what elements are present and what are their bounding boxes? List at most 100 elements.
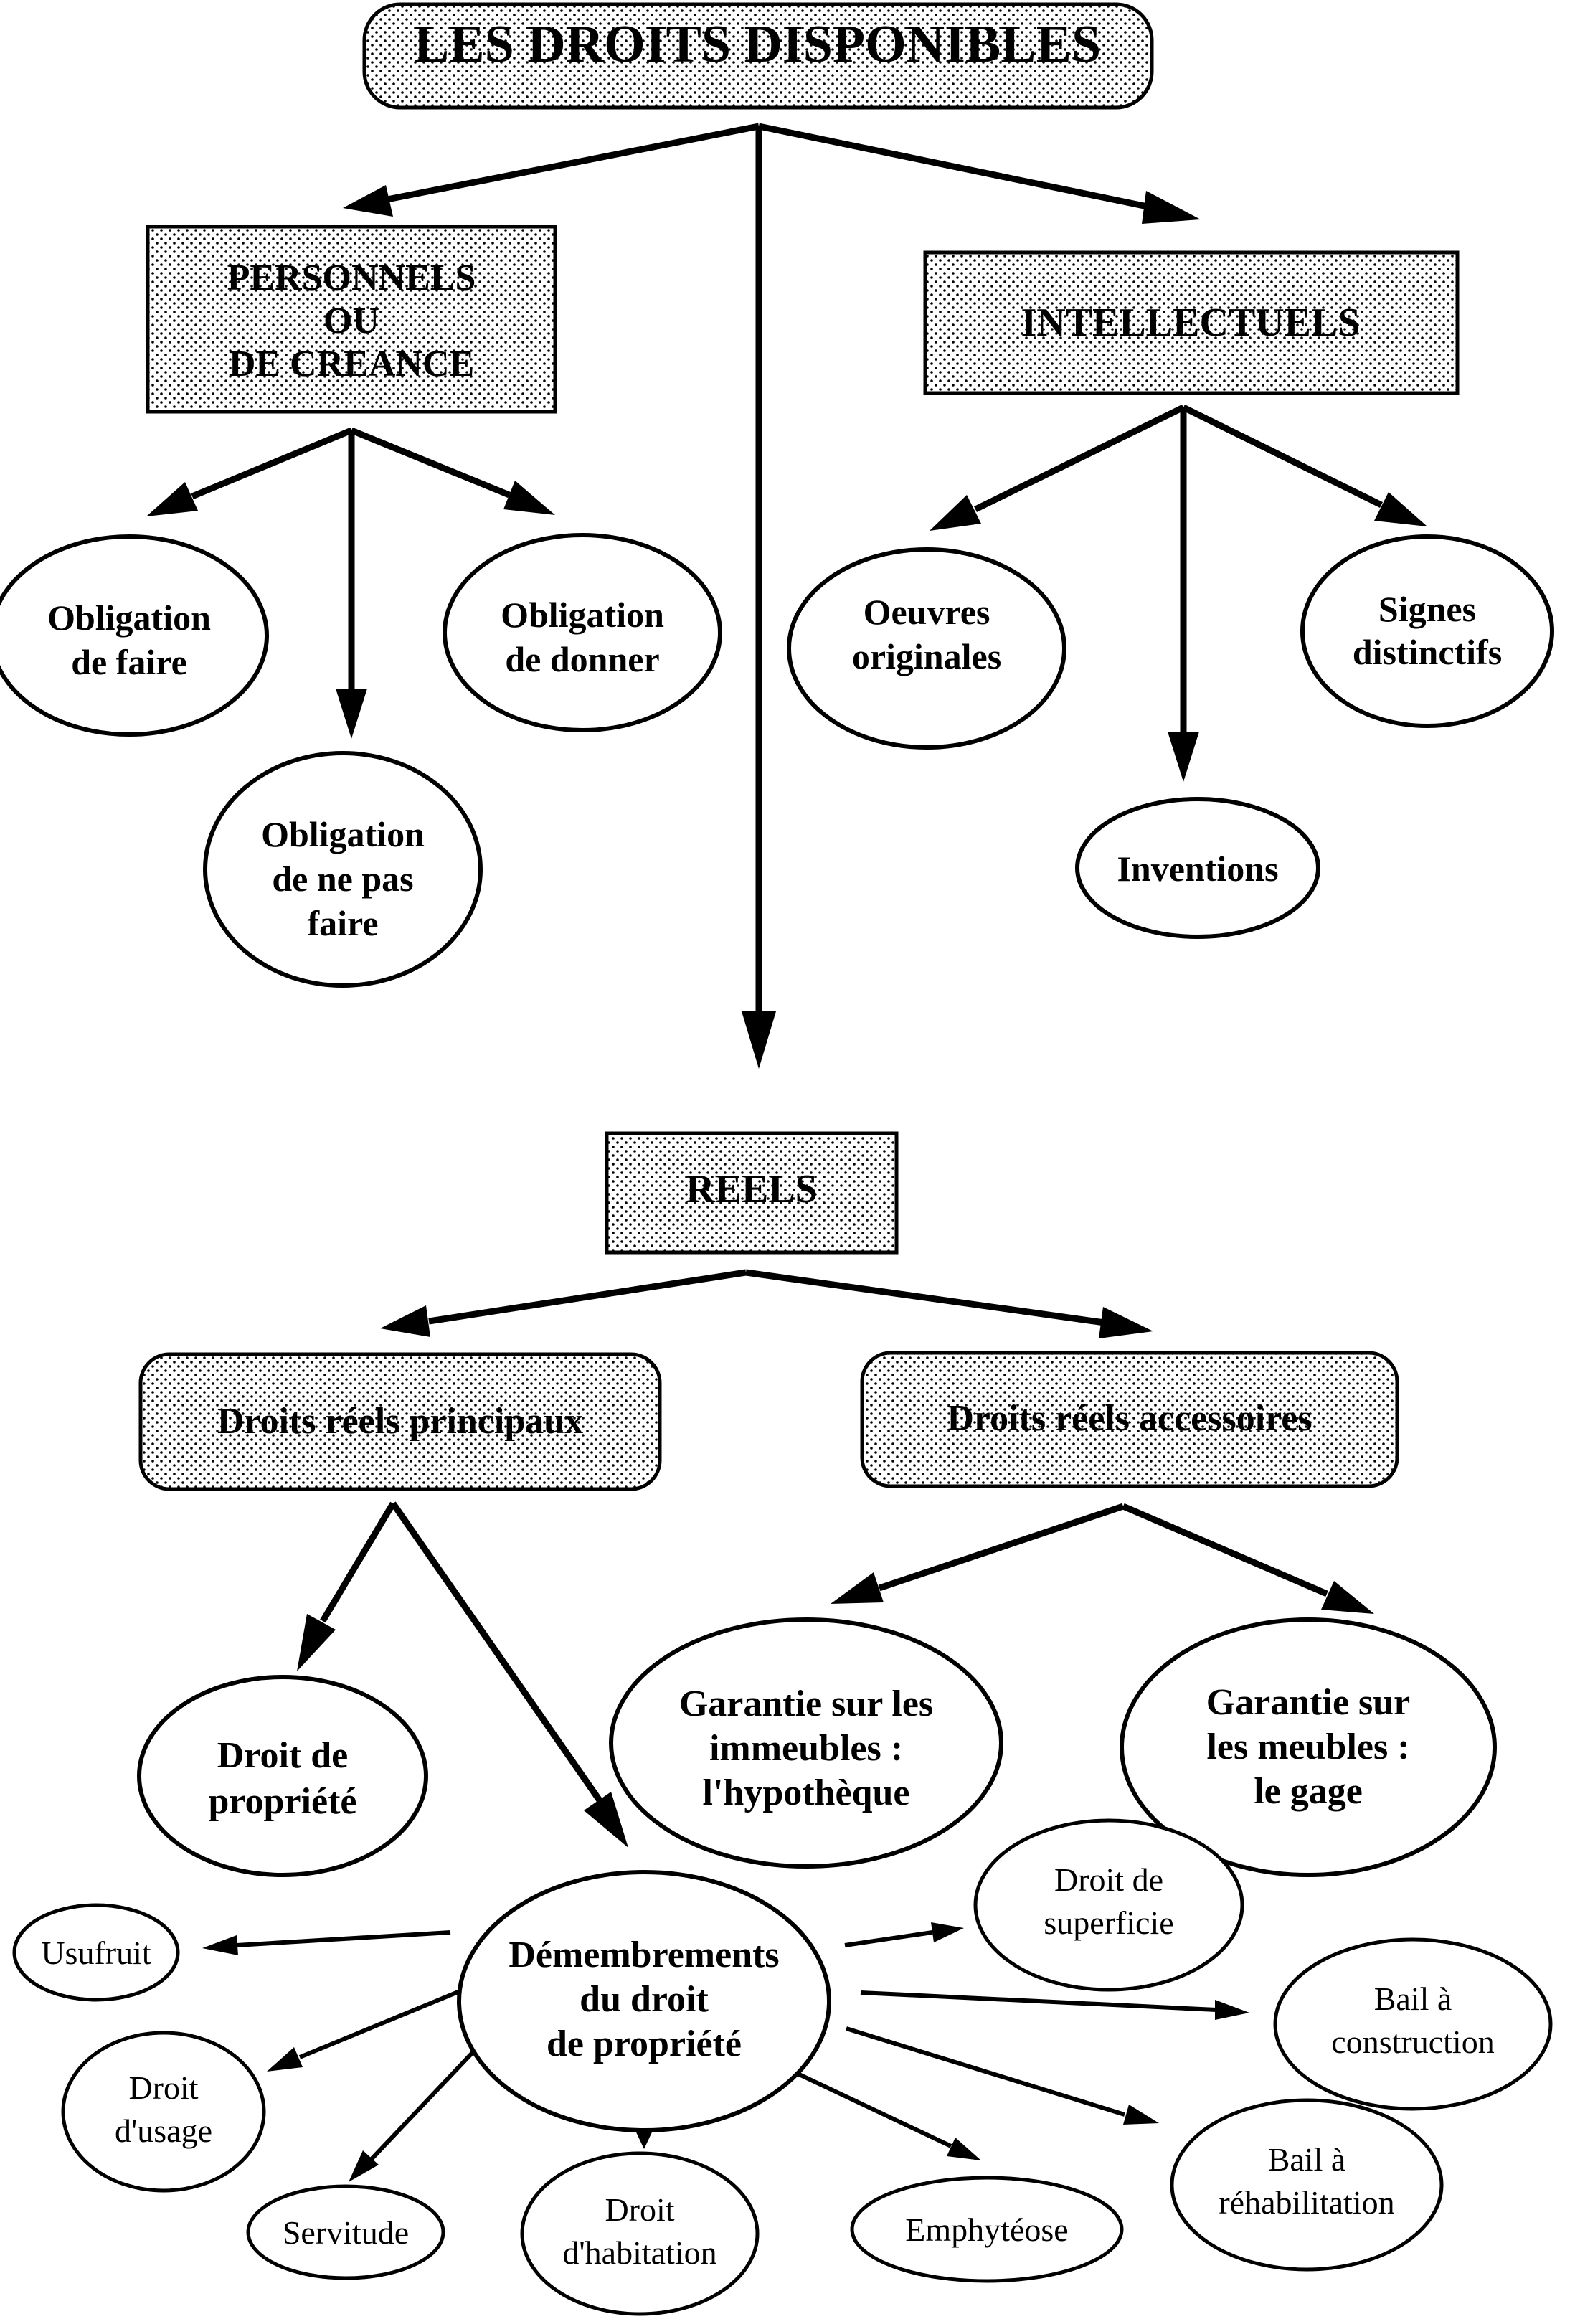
node-signes-distinctifs-label-line: distinctifs: [1353, 632, 1502, 672]
node-usufruit-label-line: Usufruit: [41, 1935, 151, 1971]
node-droit-habitation-label-line: Droit: [605, 2191, 674, 2228]
node-droits-reels-principaux-label-line: Droits réels principaux: [217, 1401, 583, 1442]
node-obligation-faire-label-line: de faire: [71, 642, 187, 682]
node-personnels-label-line: OU: [323, 301, 379, 341]
node-droit-usage-label-line: d'usage: [115, 2112, 212, 2149]
edge-intellectuels-signes: [1182, 404, 1383, 509]
edge-reels-accessoires: [745, 1269, 1105, 1326]
arrowhead-immeubles: [831, 1572, 884, 1604]
node-signes-distinctifs-label-line: Signes: [1378, 589, 1476, 629]
node-root-label-line: LES DROITS DISPONIBLES: [414, 15, 1101, 74]
node-garantie-meubles-label-line: Garantie sur: [1206, 1682, 1411, 1723]
arrowhead-signes: [1374, 492, 1427, 526]
edge-principaux-demembrements: [390, 1501, 602, 1803]
node-inventions-label-line: Inventions: [1117, 849, 1278, 889]
node-obligation-donner-label-line: de donner: [505, 639, 659, 679]
node-reels-label: REELS: [686, 1167, 818, 1211]
node-emphyteose-label-line: Emphytéose: [905, 2211, 1068, 2248]
edge-intellectuels-oeuvres: [974, 404, 1185, 513]
node-reels: REELS: [605, 1131, 899, 1255]
node-root-label: LES DROITS DISPONIBLES: [414, 15, 1101, 74]
edges: [146, 123, 1427, 2182]
arrowhead-inventions: [1168, 732, 1199, 782]
node-personnels-label-line: DE CREANCE: [229, 344, 474, 384]
node-obligation-ne-pas-faire-label-line: de ne pas: [272, 859, 413, 899]
node-usufruit: Usufruit: [12, 1903, 180, 2002]
edge-dem-emphyteose: [795, 2071, 952, 2148]
arrowhead-construction: [1215, 2000, 1249, 2020]
node-droits-reels-principaux-label: Droits réels principaux: [217, 1401, 583, 1442]
edge-personnels-donner: [350, 427, 511, 499]
node-droit-usage-label-line: Droit: [128, 2069, 198, 2106]
node-root: LES DROITS DISPONIBLES: [362, 2, 1154, 110]
node-demembrements-label-line: du droit: [580, 1979, 709, 2020]
node-bail-rehabilitation-label-line: Bail à: [1268, 2141, 1346, 2178]
node-garantie-immeubles-label-line: immeubles :: [709, 1728, 903, 1769]
edge-dem-usage: [298, 1978, 489, 2059]
arrowhead-donner: [503, 481, 555, 515]
node-droits-reels-principaux: Droits réels principaux: [138, 1352, 662, 1491]
arrowhead-propriete: [297, 1614, 336, 1671]
edge-root-intellectuels: [758, 123, 1148, 210]
edge-accessoires-immeubles: [878, 1503, 1125, 1592]
arrowhead-emphyteose: [947, 2138, 981, 2160]
node-emphyteose-label: Emphytéose: [905, 2211, 1068, 2248]
edge-root-personnels: [387, 123, 760, 203]
node-obligation-ne-pas-faire-label-line: Obligation: [261, 814, 425, 854]
node-garantie-immeubles-label-line: l'hypothèque: [703, 1772, 910, 1813]
arrowhead-intellectuels: [1142, 191, 1201, 224]
arrowhead-oeuvres: [930, 495, 981, 531]
arrowhead-principaux: [380, 1305, 430, 1337]
edge-dem-rehabilitation: [846, 2026, 1125, 2117]
arrowhead-rehabilitation: [1123, 2105, 1159, 2125]
node-droit-superficie-label-line: Droit de: [1054, 1861, 1163, 1898]
node-servitude: Servitude: [246, 2184, 445, 2280]
arrowhead-usage: [267, 2047, 303, 2072]
node-bail-construction-label: Bail à construction: [1331, 1980, 1494, 2060]
arrowhead-servitude: [349, 2150, 379, 2182]
node-bail-construction: Bail à construction: [1273, 1937, 1553, 2111]
node-bail-rehabilitation-label: Bail à réhabilitation: [1219, 2141, 1394, 2221]
edge-principaux-propriete: [320, 1501, 396, 1623]
node-bail-construction-label-line: construction: [1331, 2023, 1494, 2060]
node-reels-label-line: REELS: [686, 1167, 818, 1211]
node-inventions-label: Inventions: [1117, 849, 1278, 889]
node-intellectuels-label-line: INTELLECTUELS: [1021, 301, 1360, 345]
node-bail-construction-label-line: Bail à: [1374, 1980, 1452, 2017]
node-servitude-label: Servitude: [283, 2214, 409, 2251]
arrowhead-meubles: [1321, 1581, 1374, 1614]
node-demembrements-label-line: Démembrements: [509, 1935, 779, 1975]
node-bail-rehabilitation: Bail à réhabilitation: [1170, 2098, 1444, 2272]
node-droits-reels-accessoires-label-line: Droits réels accessoires: [947, 1398, 1312, 1439]
arrowhead-personnels: [343, 185, 393, 217]
node-demembrements-label-line: de propriété: [547, 2023, 742, 2064]
edge-accessoires-meubles: [1122, 1503, 1328, 1597]
arrowhead-accessoires: [1099, 1307, 1153, 1338]
node-droit-usage: Droit d'usage: [61, 2031, 266, 2193]
node-oeuvres-originales-label-line: originales: [852, 636, 1001, 676]
node-bail-rehabilitation-label-line: réhabilitation: [1219, 2184, 1394, 2221]
node-inventions: Inventions: [1075, 797, 1320, 939]
edge-dem-superficie: [844, 1930, 933, 1947]
node-droits-reels-accessoires: Droits réels accessoires: [860, 1351, 1399, 1488]
edge-dem-usufruit: [236, 1930, 451, 1947]
